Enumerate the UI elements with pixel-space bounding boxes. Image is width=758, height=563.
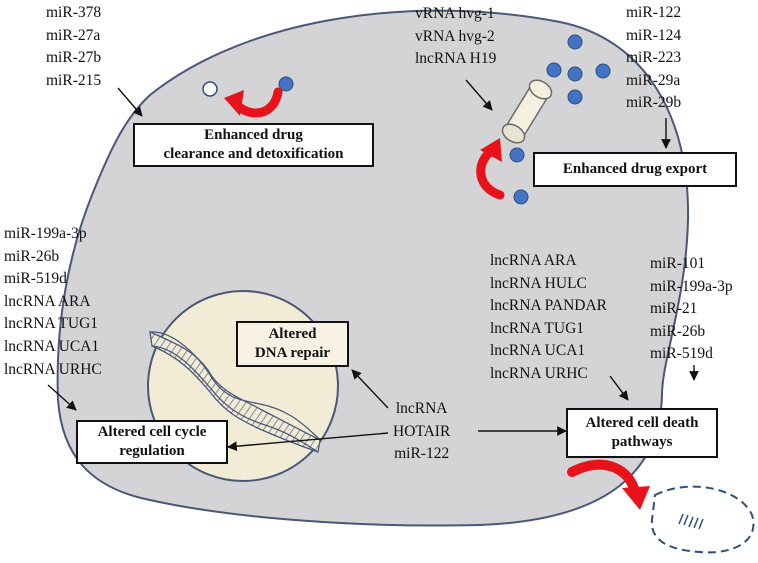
box-line: Altered cell death [585,415,699,431]
box-drug-export: Enhanced drug export [533,152,737,187]
mirna-label: miR-223 [626,49,682,67]
box-line: Enhanced drug [204,127,303,143]
rna-label: lncRNA URHC [4,360,102,378]
rna-label: miR-26b [4,247,60,265]
mirna-label: miR-27a [46,26,101,44]
rna-label: lncRNA TUG1 [4,315,99,333]
mirna-label: miR-26b [650,322,706,340]
box-line: clearance and detoxification [163,146,344,162]
rna-label: lncRNA [395,400,448,417]
box-line: regulation [119,443,185,459]
rna-label: lncRNA PANDAR [490,297,607,315]
mirna-label: miR-21 [650,300,698,318]
right-mirna-list: miR-101 miR-199a-3p miR-21 miR-26b miR-5… [650,253,733,366]
connector-arrows [47,79,699,452]
left-rna-list: miR-199a-3p miR-26b miR-519d lncRNA ARA … [4,223,102,381]
rna-label: lncRNA UCA1 [490,342,586,360]
curved-arrow-export [476,138,505,200]
rna-label: lncRNA URHC [490,364,588,382]
mirna-label: miR-29b [626,94,682,112]
rna-label: lncRNA UCA1 [4,337,100,355]
top-left-mirna-list: miR-378 miR-27a miR-27b miR-215 [46,2,101,92]
rna-label: lncRNA ARA [490,252,577,269]
curved-arrow-cell-death [567,459,650,510]
mirna-label: miR-215 [46,71,102,89]
drug-molecule-blue [278,76,294,92]
mirna-label: miR-122 [626,4,682,21]
rna-label: lncRNA HULC [490,274,587,292]
box-line: pathways [611,434,673,450]
apoptotic-cell-icon [650,485,755,554]
fragmented-dna-icon [678,513,704,530]
mirna-label: miR-519d [650,345,713,363]
drug-molecule-white [202,81,218,97]
rna-label: lncRNA H19 [415,50,497,68]
box-line: Altered cell cycle [97,424,207,440]
top-center-rna-list: vRNA hvg-1 vRNA hvg-2 lncRNA H19 [415,3,496,71]
rna-label: miR-199a-3p [4,225,87,242]
rna-label: HOTAIR [393,422,451,440]
right-lncrna-list: lncRNA ARA lncRNA HULC lncRNA PANDAR lnc… [490,250,607,386]
center-rna-list: lncRNA HOTAIR miR-122 [393,398,450,466]
mirna-label: miR-27b [46,49,102,67]
rna-label: vRNA hvg-1 [415,5,495,22]
box-line: DNA repair [254,345,331,361]
curved-arrow-clearance [224,87,283,118]
rna-label: miR-122 [394,445,450,463]
box-line: Enhanced drug export [562,161,708,177]
box-dna-repair: Altered DNA repair [236,321,349,367]
mirna-label: miR-199a-3p [650,277,733,295]
top-right-mirna-list: miR-122 miR-124 miR-223 miR-29a miR-29b [626,2,681,115]
mirna-label: miR-101 [650,255,706,272]
drug-transporter-icon [501,79,553,144]
rna-label: vRNA hvg-2 [415,27,495,45]
dna-helix [149,330,321,453]
exported-drug-molecules [509,34,611,205]
mirna-label: miR-124 [626,26,682,44]
box-line: Altered [268,326,317,342]
box-cell-death: Altered cell death pathways [566,408,718,458]
rna-label: lncRNA ARA [4,292,91,310]
mirna-label: miR-378 [46,4,102,21]
rna-label: miR-519d [4,270,67,288]
mirna-label: miR-29a [626,71,681,89]
rna-label: lncRNA TUG1 [490,319,585,337]
box-cell-cycle: Altered cell cycle regulation [76,420,228,464]
box-drug-clearance: Enhanced drug clearance and detoxificati… [133,123,374,167]
